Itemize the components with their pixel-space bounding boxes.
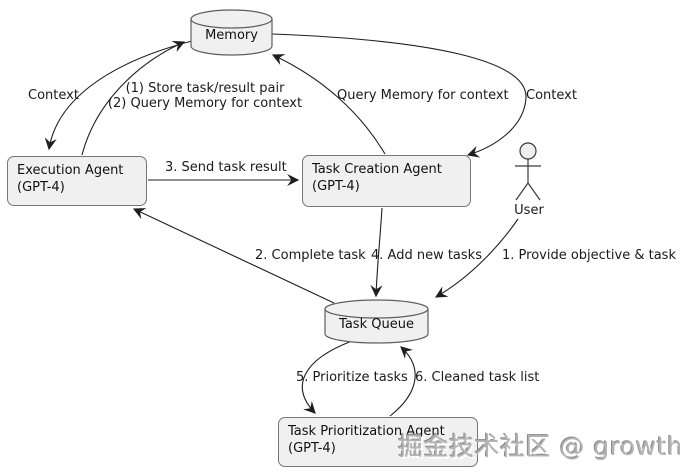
task-prioritization-agent-model: (GPT-4)	[288, 441, 336, 456]
edge-label-add-new-tasks: 4. Add new tasks	[371, 248, 482, 263]
edge-label-cleaned-task-list: 6. Cleaned task list	[415, 370, 540, 385]
edge-label-complete-task: 2. Complete task	[255, 248, 366, 263]
edge-memory-to-task-creation-agent	[271, 33, 527, 158]
edge-execution-agent-to-memory	[81, 40, 186, 156]
edge-task-creation-agent-to-task-queue	[370, 207, 383, 298]
edge-label-prioritize-tasks: 5. Prioritize tasks	[296, 370, 408, 385]
edge-label-send-task-result: 3. Send task result	[165, 160, 287, 175]
edge-label-store-query: (1) Store task/result pair (2) Query Mem…	[104, 81, 306, 111]
watermark-text: 掘金技术社区 @ growther	[398, 432, 680, 461]
edge-label-context-right: Context	[526, 88, 577, 103]
edge-label-provide-objective: 1. Provide objective & task	[502, 248, 676, 263]
edge-task-queue-to-execution-agent	[132, 208, 335, 304]
memory-cylinder-icon	[190, 9, 273, 56]
edge-label-context-left: Context	[28, 88, 79, 103]
edge-task-queue-to-prioritization-agent	[301, 340, 353, 414]
user-actor-icon	[515, 142, 541, 201]
node-execution-agent: Execution Agent (GPT-4)	[7, 156, 147, 206]
node-task-creation-agent: Task Creation Agent (GPT-4)	[302, 155, 471, 207]
execution-agent-model: (GPT-4)	[17, 180, 65, 195]
edge-task-creation-agent-to-memory	[271, 54, 386, 155]
memory-label: Memory	[205, 28, 258, 43]
edge-memory-to-execution-agent	[44, 40, 193, 151]
execution-agent-name: Execution Agent	[17, 163, 124, 178]
edge-prioritization-agent-to-task-queue	[389, 346, 416, 417]
task-creation-agent-name: Task Creation Agent	[312, 162, 442, 177]
node-task-prioritization-agent: Task Prioritization Agent (GPT-4)	[278, 417, 478, 467]
edge-label-store-query-line1: (1) Store task/result pair	[125, 81, 285, 96]
edge-label-store-query-line2: (2) Query Memory for context	[107, 96, 303, 111]
edge-user-to-task-queue	[434, 218, 519, 298]
edge-label-query-memory: Query Memory for context	[337, 88, 509, 103]
task-queue-label: Task Queue	[339, 317, 414, 332]
task-queue-cylinder-icon	[324, 299, 429, 344]
user-label: User	[514, 203, 544, 218]
task-creation-agent-model: (GPT-4)	[312, 179, 360, 194]
task-prioritization-agent-name: Task Prioritization Agent	[288, 424, 445, 439]
